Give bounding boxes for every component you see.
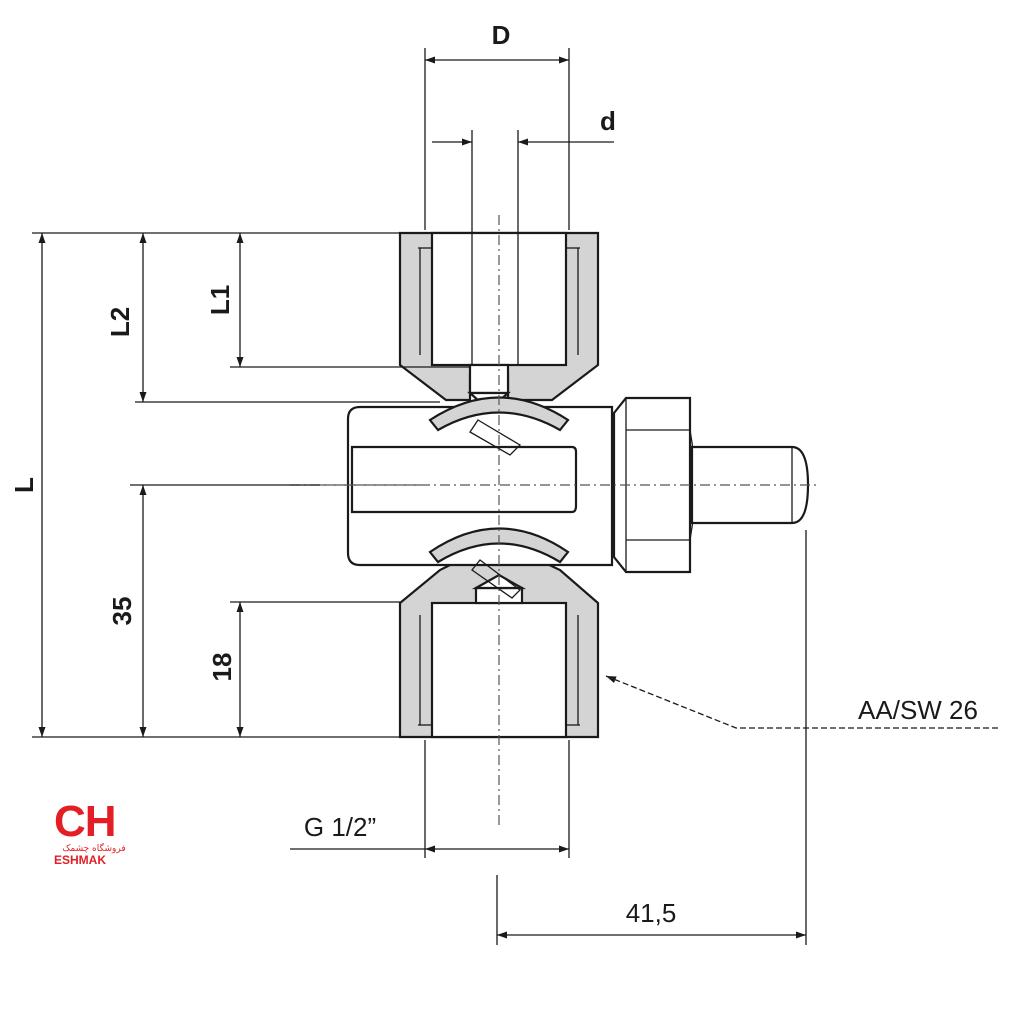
logo-persian-text: فروشگاه چشمک bbox=[62, 844, 126, 854]
logo-mark: CH bbox=[54, 797, 117, 846]
brand-logo: CH فروشگاه چشمک ESHMAK bbox=[54, 797, 138, 867]
label-thread: G 1/2” bbox=[304, 812, 376, 842]
wrench-leader bbox=[605, 675, 998, 729]
label-L: L bbox=[9, 477, 39, 493]
extension-lines bbox=[32, 48, 807, 945]
label-18: 18 bbox=[207, 653, 237, 682]
central-body bbox=[346, 396, 614, 599]
label-L1: L1 bbox=[205, 285, 235, 315]
dimension-lines bbox=[38, 56, 998, 939]
logo-brand-text: ESHMAK bbox=[54, 853, 107, 867]
label-D: D bbox=[492, 20, 511, 50]
label-L2: L2 bbox=[105, 307, 135, 337]
dimension-labels: D d L L2 L1 35 18 G 1/2” AA/SW 26 41,5 bbox=[9, 20, 978, 928]
label-wrench: AA/SW 26 bbox=[858, 695, 978, 725]
label-d: d bbox=[600, 106, 616, 136]
label-35: 35 bbox=[107, 597, 137, 626]
label-41-5: 41,5 bbox=[626, 898, 677, 928]
hex-nut bbox=[612, 396, 696, 574]
